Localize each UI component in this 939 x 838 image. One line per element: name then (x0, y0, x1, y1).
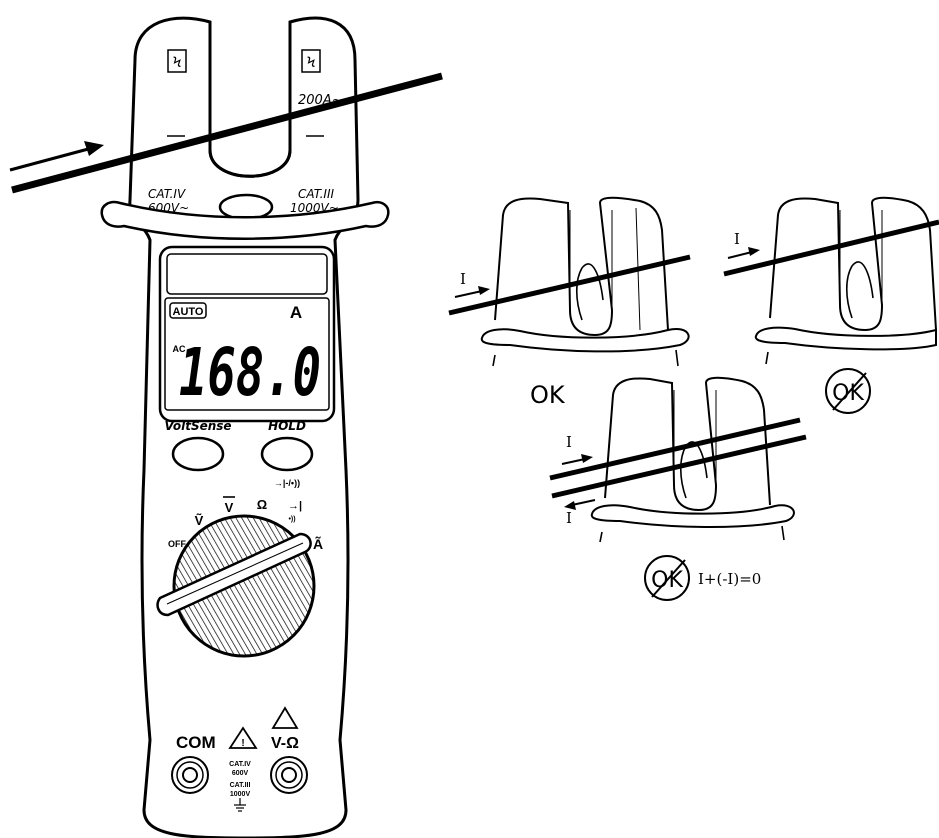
terminal-cat1-v: 600V (232, 770, 249, 777)
high-voltage-icon (271, 706, 299, 729)
com-jack[interactable] (171, 756, 209, 794)
clamp-not-ok-two-wires: I I (549, 376, 807, 543)
clamp-not-ok-current-label: I (734, 230, 740, 248)
warning-mark: ! (241, 738, 244, 749)
v-ohm-jack[interactable] (270, 756, 308, 794)
lcd-main-window (164, 297, 330, 411)
dial-v-ac: Ṽ (195, 513, 204, 528)
auto-badge (169, 302, 207, 319)
dial-a-ac: Ã (313, 535, 323, 552)
ok-label: OK (530, 381, 566, 409)
rotary-dial[interactable] (156, 514, 316, 658)
dial-v-dc: V (225, 500, 234, 515)
hold-button[interactable] (260, 436, 314, 472)
hand-guard (100, 200, 390, 240)
clamp-ok-current-label: I (460, 270, 466, 288)
display-auto: AUTO (173, 306, 204, 318)
hold-sub-label: →|-/•)) (274, 478, 300, 488)
terminal-cat2-v: 1000V (230, 791, 251, 798)
dial-pointer[interactable] (156, 532, 312, 617)
terminal-com-label: COM (176, 733, 216, 752)
display-mode: AC (173, 344, 186, 354)
dial-ohm: Ω (257, 497, 267, 512)
dial-pointer-line (166, 542, 304, 605)
clamp-reverse-current-label: I (566, 509, 572, 527)
display-reading: 168.0 (179, 334, 321, 411)
hold-label: HOLD (268, 419, 306, 433)
dial-beep: •)) (288, 516, 295, 523)
clamp-meter: Ϟ Ϟ 200A~ CAT.IV 600V~ CAT.III 1000V~ AU… (100, 16, 390, 838)
ground-icon (234, 798, 246, 812)
current-arrow-shaft (9, 146, 93, 172)
jaw-slot (208, 22, 292, 178)
terminal-vohm-label: V-Ω (271, 735, 299, 752)
jaw-left-symbol-box (167, 49, 187, 73)
terminal-cat2: CAT.III (230, 782, 251, 789)
not-ok-symbol-1: OK (825, 368, 871, 414)
display-unit: A (290, 303, 302, 322)
voltsense-label: VoltSense (164, 419, 231, 433)
lcd-top-window (166, 253, 328, 295)
terminal-cat1: CAT.IV (229, 761, 251, 768)
warning-triangle-icon (228, 726, 258, 749)
cat-right-line1: CAT.III (298, 187, 335, 201)
jaw-right-symbol-box (301, 49, 321, 73)
not-ok-symbol-2: OK (644, 555, 690, 601)
cancel-equation: I+(-I)=0 (698, 570, 761, 588)
measured-wire (9, 72, 443, 194)
dial-off: OFF (168, 539, 186, 549)
jaw-right-symbol: Ϟ (306, 55, 315, 71)
clamp-not-ok-outside: I (723, 196, 939, 365)
jaw-left-symbol: Ϟ (172, 55, 181, 71)
clamp-forward-current-label: I (566, 433, 572, 451)
clamp-ok: I (448, 196, 691, 367)
dial-diode: →| (288, 500, 302, 512)
flashlight-lens (218, 193, 274, 221)
cat-left-line1: CAT.IV (148, 187, 186, 201)
current-arrow-head (84, 141, 104, 156)
voltsense-button[interactable] (171, 436, 225, 472)
